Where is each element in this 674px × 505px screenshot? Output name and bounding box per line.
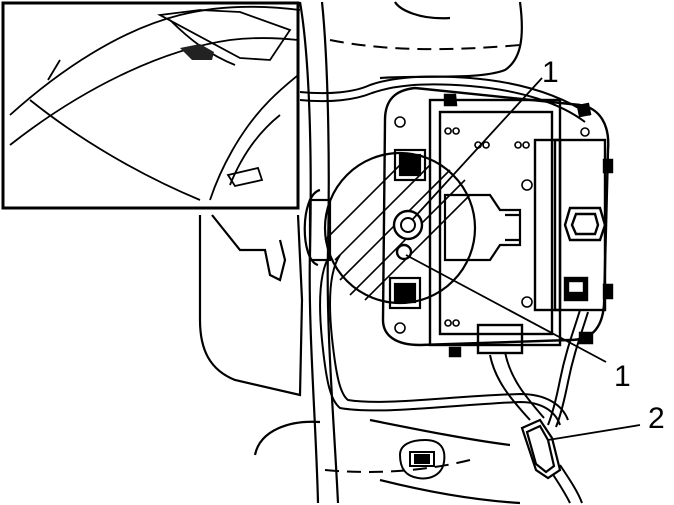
lamp-housing [381,86,614,358]
harness-connector [520,418,562,480]
lower-clip [398,438,446,480]
leader-lines [405,77,641,441]
wiring-harness [299,75,591,504]
lamp-location-marker [180,44,214,60]
hidden-edges [324,39,521,473]
leader-line-1-top [411,77,543,221]
fastener-detail-area [303,148,522,310]
housing-details [394,116,590,334]
fastener-screw-upper [392,209,424,241]
callout-1-bottom: 1 [614,360,631,393]
inset-view [1,1,301,210]
callout-2: 2 [648,402,665,435]
callout-1-top: 1 [542,56,559,89]
leader-line-1-bottom [405,254,607,363]
leader-line-2 [547,424,641,441]
